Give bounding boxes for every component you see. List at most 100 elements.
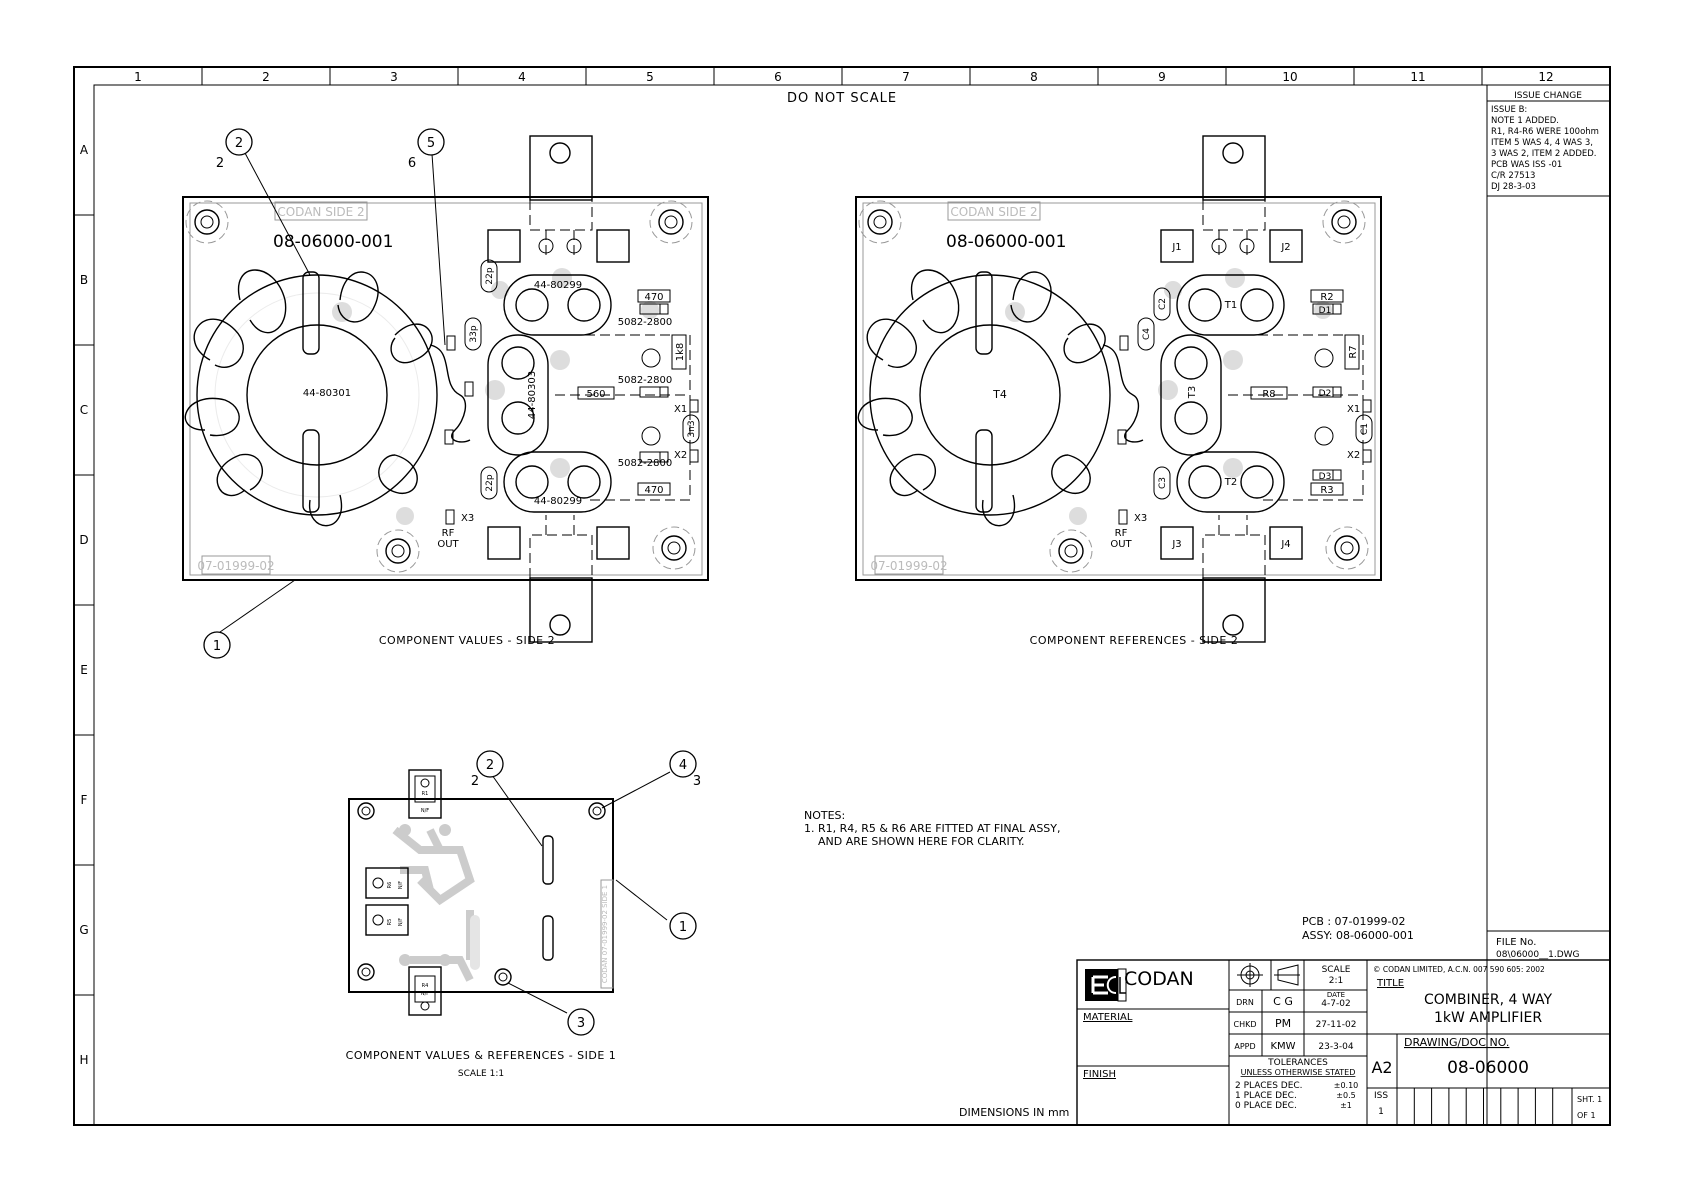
transformer-middle: T3	[1160, 334, 1222, 456]
issue-line-4: ITEM 5 WAS 4, 4 WAS 3,	[1491, 138, 1593, 148]
svg-text:SCALE: SCALE	[1322, 965, 1351, 975]
svg-text:22p: 22p	[485, 474, 495, 491]
svg-text:SHT. 1: SHT. 1	[1577, 1095, 1602, 1104]
column-ref-8: 8	[1030, 70, 1038, 84]
svg-text:6: 6	[408, 156, 416, 171]
svg-text:2: 2	[216, 156, 224, 171]
svg-text:AND ARE SHOWN HERE FOR CLARITY: AND ARE SHOWN HERE FOR CLARITY.	[818, 835, 1024, 848]
issue-line-3: R1, R4-R6 WERE 100ohm	[1491, 127, 1599, 137]
row-ref-C: C	[80, 403, 88, 417]
svg-text:ISS: ISS	[1374, 1091, 1388, 1101]
column-ref-7: 7	[902, 70, 910, 84]
svg-text:27-11-02: 27-11-02	[1316, 1020, 1357, 1030]
svg-text:APPD: APPD	[1234, 1042, 1255, 1051]
svg-text:±0.10: ±0.10	[1334, 1081, 1359, 1090]
svg-text:2 PLACES DEC.: 2 PLACES DEC.	[1235, 1081, 1303, 1091]
svg-text:R5: R5	[387, 919, 393, 926]
svg-text:FINISH: FINISH	[1083, 1069, 1116, 1080]
svg-text:R1: R1	[422, 791, 429, 797]
svg-text:CODAN 07-01999-02 SIDE 1: CODAN 07-01999-02 SIDE 1	[601, 885, 609, 983]
svg-text:44-80303: 44-80303	[527, 371, 538, 419]
svg-text:MATERIAL: MATERIAL	[1083, 1012, 1133, 1023]
svg-text:NOTES:: NOTES:	[804, 809, 845, 822]
pcb-assy-reference: PCB : 07-01999-02 ASSY: 08-06000-001	[1302, 915, 1414, 942]
column-ref-2: 2	[262, 70, 270, 84]
svg-text:470: 470	[644, 485, 663, 496]
svg-text:D2: D2	[1319, 389, 1332, 399]
svg-text:470: 470	[644, 292, 663, 303]
toroid-ref: T4	[992, 388, 1007, 401]
svg-text:CHKD: CHKD	[1233, 1020, 1256, 1029]
column-ref-11: 11	[1410, 70, 1425, 84]
issue-line-2: NOTE 1 ADDED.	[1491, 116, 1559, 126]
balloon-2: 2	[476, 750, 504, 778]
issue-line-8: DJ 28-3-03	[1491, 182, 1536, 192]
svg-text:N/F: N/F	[421, 808, 429, 814]
toroid-transformer: T4	[857, 269, 1111, 527]
svg-text:1. R1, R4, R5 & R6 ARE FITTED: 1. R1, R4, R5 & R6 ARE FITTED AT FINAL A…	[804, 822, 1061, 835]
company-name: CODAN	[1124, 968, 1194, 990]
transformer-bottom: 44-80299	[503, 451, 612, 513]
column-ref-12: 12	[1538, 70, 1553, 84]
svg-text:5082-2800: 5082-2800	[618, 375, 673, 386]
svg-text:J1: J1	[1171, 242, 1181, 253]
balloon-5: 5	[417, 128, 445, 156]
svg-text:4-7-02: 4-7-02	[1321, 999, 1350, 1009]
column-ref-10: 10	[1282, 70, 1297, 84]
svg-text:A2: A2	[1371, 1058, 1392, 1077]
view-component-values-side2: CODAN SIDE 2 08-06000-001 07-01999-02 44…	[182, 135, 709, 647]
svg-text:1 PLACE DEC.: 1 PLACE DEC.	[1235, 1091, 1297, 1101]
caption-view2: COMPONENT REFERENCES - SIDE 2	[1030, 634, 1239, 647]
row-ref-B: B	[80, 273, 88, 287]
row-ref-A: A	[80, 143, 89, 157]
svg-text:X2: X2	[674, 450, 687, 461]
silk-side-label: CODAN SIDE 2	[950, 205, 1037, 219]
issue-line-1: ISSUE B:	[1491, 105, 1527, 115]
balloon-1: 1	[203, 631, 231, 659]
row-ref-G: G	[79, 923, 88, 937]
svg-text:0 PLACE DEC.: 0 PLACE DEC.	[1235, 1101, 1297, 1111]
column-ref-6: 6	[774, 70, 782, 84]
svg-text:J2: J2	[1280, 242, 1290, 253]
svg-text:R8: R8	[1262, 389, 1275, 400]
svg-text:OUT: OUT	[1110, 539, 1132, 550]
assy-number: 08-06000-001	[946, 232, 1066, 252]
codan-logo	[1085, 968, 1127, 1002]
transformer-top: 44-80299	[503, 274, 612, 336]
svg-text:R4: R4	[422, 983, 429, 989]
column-ref-1: 1	[134, 70, 142, 84]
svg-text:44-80299: 44-80299	[534, 496, 582, 507]
issue-line-7: C/R 27513	[1491, 171, 1535, 181]
svg-text:C2: C2	[1158, 298, 1168, 310]
svg-text:J4: J4	[1280, 539, 1290, 550]
pcb-outline	[855, 196, 1382, 581]
svg-text:OF 1: OF 1	[1577, 1111, 1596, 1120]
item-balloons: 2 5 1 2 4 1 3	[203, 128, 697, 1036]
svg-text:560: 560	[586, 389, 605, 400]
svg-text:2: 2	[235, 136, 243, 151]
svg-text:1: 1	[213, 639, 221, 654]
svg-text:N/F: N/F	[398, 918, 404, 926]
title-block: CODAN MATERIAL FINISH SCALE 2:1 DATE DRN…	[1076, 959, 1611, 1126]
issue-change-header: ISSUE CHANGE	[1514, 91, 1582, 101]
svg-text:08\06000__1.DWG: 08\06000__1.DWG	[1496, 950, 1580, 960]
svg-text:DRN: DRN	[1236, 998, 1254, 1007]
svg-text:X1: X1	[1347, 404, 1360, 415]
svg-text:2: 2	[471, 774, 479, 789]
svg-text:RF: RF	[1115, 528, 1128, 539]
svg-text:4: 4	[679, 758, 687, 773]
svg-text:UNLESS OTHERWISE STATED: UNLESS OTHERWISE STATED	[1241, 1068, 1356, 1077]
do-not-scale-label: DO NOT SCALE	[787, 91, 897, 106]
svg-text:R7: R7	[1348, 345, 1359, 358]
svg-text:RF: RF	[442, 528, 455, 539]
silk-side-label: CODAN SIDE 2	[277, 205, 364, 219]
svg-text:OUT: OUT	[437, 539, 459, 550]
svg-text:44-80299: 44-80299	[534, 280, 582, 291]
svg-text:±1: ±1	[1340, 1101, 1352, 1110]
row-ref-E: E	[80, 663, 88, 677]
svg-text:ASSY: 08-06000-001: ASSY: 08-06000-001	[1302, 929, 1414, 942]
caption-view3: COMPONENT VALUES & REFERENCES - SIDE 1	[346, 1049, 617, 1062]
view-component-references-side2: CODAN SIDE 2 08-06000-001 07-01999-02 T4	[855, 135, 1382, 647]
svg-text:TOLERANCES: TOLERANCES	[1267, 1058, 1328, 1068]
